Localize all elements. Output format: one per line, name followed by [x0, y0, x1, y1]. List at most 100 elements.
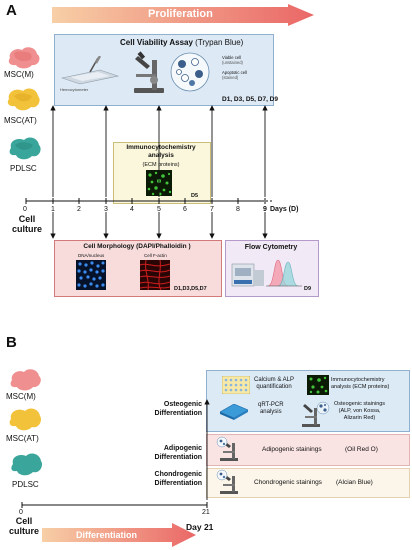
tick-a-8: 8	[236, 206, 240, 213]
icc-b-line1: Immunocytochemistry	[331, 377, 385, 383]
adipo-label: Adipogenic Differentiation	[140, 444, 202, 462]
chondro-stain-text: Chondrogenic stainings	[254, 479, 322, 486]
osteo-stain-line3: Alizarin Red)	[343, 415, 376, 421]
calcium-line2: quantification	[256, 384, 292, 390]
tick-a-1: 1	[51, 206, 55, 213]
osteo-stain-text: Osteogenic stainings (ALP, von Kossa, Al…	[334, 401, 385, 422]
chondro-box	[206, 468, 410, 498]
calcium-line1: Calcium & ALP	[254, 377, 295, 383]
icc-b-text: Immunocytochemistry analysis (ECM protei…	[331, 377, 389, 391]
cell-label-pdlsc-b: PDLSC	[12, 480, 39, 489]
viability-title-paren: (Trypan Blue)	[195, 38, 244, 47]
adipo-microscope-icon	[216, 436, 238, 461]
qrt-line1: qRT-PCR	[258, 402, 284, 408]
panel-b-label: B	[6, 334, 17, 351]
osteo-stain-line2: (ALP, von Kossa,	[338, 408, 381, 414]
dapi-image	[76, 260, 106, 290]
cell-label-pdlsc: PDLSC	[10, 164, 37, 173]
adipo-box	[206, 434, 410, 466]
calcium-alp-text: Calcium & ALP quantification	[254, 377, 294, 391]
pdlsc-cell-icon-b	[11, 453, 42, 476]
cell-label-msc-at-b: MSC(AT)	[6, 434, 39, 443]
timeline-a	[25, 105, 272, 239]
tick-b-0: 0	[19, 509, 23, 516]
pdlsc-cell-icon	[9, 137, 41, 160]
chondro-microscope-icon	[216, 469, 238, 494]
microscope-icon	[134, 51, 164, 93]
pcr-plate-icon	[220, 404, 248, 420]
tick-a-4: 4	[130, 206, 134, 213]
adipo-label-line2: Differentiation	[154, 454, 202, 461]
icc-title-line2: analysis	[148, 152, 174, 159]
cell-label-msc-m: MSC(M)	[4, 70, 34, 79]
osteo-microscope-icon	[302, 401, 330, 427]
tick-a-0: 0	[23, 206, 27, 213]
flow-cytometry-title: Flow Cytometry	[244, 244, 298, 251]
chondro-label-line2: Differentiation	[154, 480, 202, 487]
apoptotic-cell-label: Apoptotic cell	[222, 70, 247, 75]
flow-day: D9	[304, 286, 312, 292]
timeline-b	[21, 399, 210, 547]
hemocytometer-icon	[60, 56, 120, 85]
hemocytometer-label: Hemocytometer	[60, 87, 89, 92]
cell-culture-b-line2: culture	[8, 526, 39, 536]
tick-a-7: 7	[210, 206, 214, 213]
tick-a-2: 2	[77, 206, 81, 213]
icc-subtitle: (ECM proteins)	[142, 162, 180, 168]
icc-title: Immunocytochemistry analysis	[113, 144, 209, 160]
cell-culture-b-line1: Cell	[15, 516, 33, 526]
adipo-stain-text: Adipogenic stainings	[262, 446, 322, 453]
cell-label-msc-at: MSC(AT)	[4, 116, 37, 125]
morphology-days: D1,D3,D5,D7	[174, 286, 207, 292]
morphology-title: Cell Morphology (DAPI/Phalloidin )	[83, 243, 191, 250]
axis-a-unit: Days (D)	[270, 206, 299, 213]
osteo-stain-line1: Osteogenic stainings	[334, 401, 386, 407]
apoptotic-cell-sub: (stained)	[222, 75, 239, 80]
viable-cell-sub: (unstained)	[222, 60, 243, 65]
msc-at-cell-icon-b	[9, 408, 42, 431]
flow-cytometer-icon	[231, 259, 302, 287]
differentiation-banner-label: Differentiation	[76, 530, 138, 540]
factin-label: Cell F-actin	[144, 253, 167, 258]
proliferation-banner	[52, 4, 314, 26]
tick-a-3: 3	[104, 206, 108, 213]
adipo-label-line1: Adipogenic	[163, 445, 202, 452]
chondro-label-line1: Chondrogenic	[154, 471, 202, 478]
msc-m-cell-icon	[8, 47, 40, 69]
osteo-label-line1: Osteogenic	[163, 401, 202, 408]
dapi-label: DNA/nucleus	[78, 253, 105, 258]
panel-a-label: A	[6, 2, 17, 19]
icc-day: D5	[191, 193, 199, 199]
viability-days: D1, D3, D5, D7, D9	[222, 96, 278, 103]
chondro-label: Chondrogenic Differentiation	[140, 470, 202, 488]
viable-apoptotic-cells-icon	[170, 52, 210, 92]
osteo-label-line2: Differentiation	[154, 410, 202, 417]
icc-b-line2: analysis (ECM proteins)	[331, 384, 390, 390]
cell-culture-a: Cell culture	[12, 214, 42, 234]
viable-cell-label: Viable cell	[222, 55, 242, 60]
cell-culture-b: Cell culture	[6, 516, 42, 536]
osteo-label: Osteogenic Differentiation	[140, 400, 202, 418]
tick-a-5: 5	[157, 206, 161, 213]
qrt-line2: analysis	[259, 409, 282, 415]
msc-m-cell-icon-b	[10, 369, 41, 391]
viability-title-wrap: Cell Viability Assay (Trypan Blue)	[120, 38, 243, 47]
factin-image	[140, 260, 170, 290]
tick-a-9: 9	[263, 206, 267, 213]
day-21-label: Day 21	[186, 522, 214, 532]
apoptotic-cell-legend: Apoptotic cell (stained)	[222, 70, 247, 80]
cell-culture-a-line2: culture	[12, 224, 43, 234]
adipo-dye-text: (Oil Red O)	[345, 446, 378, 453]
viable-cell-legend: Viable cell (unstained)	[222, 55, 243, 65]
tick-b-21: 21	[202, 509, 210, 516]
proliferation-label: Proliferation	[148, 8, 213, 20]
viability-title: Cell Viability Assay	[120, 38, 193, 47]
msc-at-cell-icon	[7, 88, 40, 111]
tick-a-6: 6	[183, 206, 187, 213]
icc-green-image-b	[307, 375, 329, 395]
icc-title-line1: Immunocytochemistry	[126, 144, 196, 151]
chondro-dye-text: (Alcian Blue)	[336, 479, 373, 486]
cell-culture-a-line1: Cell	[18, 214, 36, 224]
cell-label-msc-m-b: MSC(M)	[6, 392, 36, 401]
